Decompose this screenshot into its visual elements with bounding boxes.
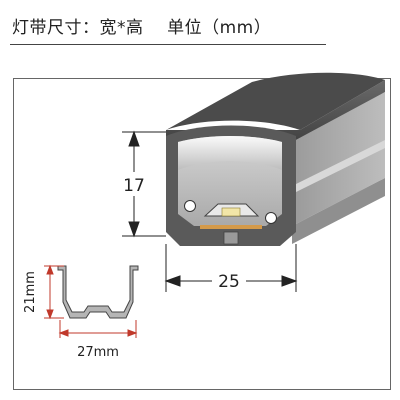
strip-side-lower — [292, 178, 385, 244]
height-label: 17 — [123, 176, 145, 196]
strip-side-surface — [292, 92, 385, 226]
width-label: 25 — [218, 272, 240, 292]
strip-side-groove — [292, 140, 385, 194]
profile-diffuser-lens — [178, 136, 282, 170]
mounting-clip-profile — [57, 265, 139, 319]
clip-height-dimension — [44, 264, 64, 320]
strip-top-back — [166, 72, 385, 130]
profile-hole-right — [265, 212, 277, 224]
page-title: 灯带尺寸：宽*高 单位（mm） — [12, 18, 272, 38]
title-underline — [10, 44, 326, 45]
clip-width-label: 27mm — [77, 345, 119, 360]
clip-height-label: 21mm — [23, 271, 38, 313]
profile-hole-left — [184, 200, 196, 212]
profile-bottom-tab — [223, 231, 239, 245]
led-pcb — [200, 225, 262, 229]
led-chip — [221, 207, 241, 217]
clip-width-dimension — [58, 320, 138, 338]
